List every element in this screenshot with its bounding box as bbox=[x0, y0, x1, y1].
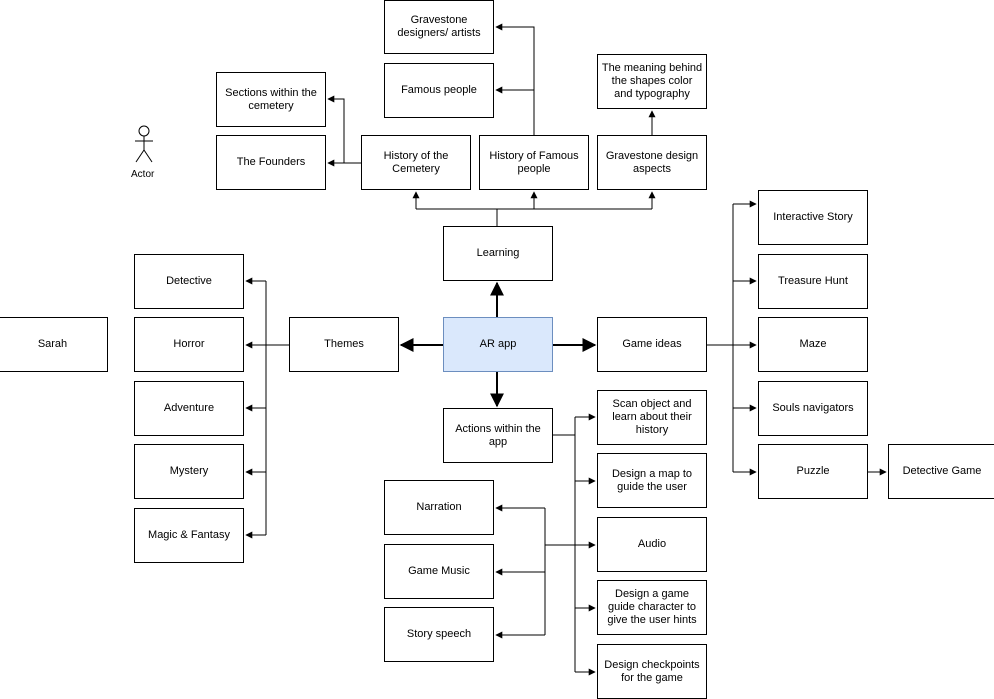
node-magic-fantasy[interactable]: Magic & Fantasy bbox=[134, 508, 244, 563]
edge-learning-bus bbox=[416, 208, 652, 226]
node-audio[interactable]: Audio bbox=[597, 517, 707, 572]
actor-label: Actor bbox=[131, 169, 155, 180]
node-game-music[interactable]: Game Music bbox=[384, 544, 494, 599]
node-famous-people[interactable]: Famous people bbox=[384, 63, 494, 118]
edge-famous-to-famous-people bbox=[495, 86, 535, 135]
node-sarah[interactable]: Sarah bbox=[0, 317, 108, 372]
edge-famous-to-designers bbox=[495, 23, 535, 90]
node-gravestone-design[interactable]: Gravestone design aspects bbox=[597, 135, 707, 190]
node-story-speech[interactable]: Story speech bbox=[384, 607, 494, 662]
edge-game-bus bbox=[707, 204, 734, 472]
node-themes[interactable]: Themes bbox=[289, 317, 399, 372]
node-ar-app[interactable]: AR app bbox=[443, 317, 553, 372]
node-history-famous[interactable]: History of Famous people bbox=[479, 135, 589, 190]
node-actions[interactable]: Actions within the app bbox=[443, 408, 553, 463]
edge-actions-bus bbox=[553, 434, 576, 672]
node-sections[interactable]: Sections within the cemetery bbox=[216, 72, 326, 127]
node-detective-game[interactable]: Detective Game bbox=[888, 444, 994, 499]
node-interactive-story[interactable]: Interactive Story bbox=[758, 190, 868, 245]
node-gravestone-designers[interactable]: Gravestone designers/ artists bbox=[384, 0, 494, 54]
actor-icon bbox=[135, 125, 153, 163]
node-treasure-hunt[interactable]: Treasure Hunt bbox=[758, 254, 868, 309]
node-scan-object[interactable]: Scan object and learn about their histor… bbox=[597, 390, 707, 445]
node-puzzle[interactable]: Puzzle bbox=[758, 444, 868, 499]
node-meaning-shapes[interactable]: The meaning behind the shapes color and … bbox=[597, 54, 707, 109]
edge-themes-bus bbox=[265, 281, 289, 535]
node-detective[interactable]: Detective bbox=[134, 254, 244, 309]
edge-history-to-sections bbox=[327, 95, 345, 163]
node-checkpoints[interactable]: Design checkpoints for the game bbox=[597, 644, 707, 699]
node-founders[interactable]: The Founders bbox=[216, 135, 326, 190]
node-mystery[interactable]: Mystery bbox=[134, 444, 244, 499]
node-adventure[interactable]: Adventure bbox=[134, 381, 244, 436]
node-souls-navigators[interactable]: Souls navigators bbox=[758, 381, 868, 436]
node-game-ideas[interactable]: Game ideas bbox=[597, 317, 707, 372]
node-game-guide[interactable]: Design a game guide character to give th… bbox=[597, 580, 707, 635]
node-design-map[interactable]: Design a map to guide the user bbox=[597, 453, 707, 508]
node-horror[interactable]: Horror bbox=[134, 317, 244, 372]
node-learning[interactable]: Learning bbox=[443, 226, 553, 281]
node-maze[interactable]: Maze bbox=[758, 317, 868, 372]
node-narration[interactable]: Narration bbox=[384, 480, 494, 535]
node-history-cemetery[interactable]: History of the Cemetery bbox=[361, 135, 471, 190]
